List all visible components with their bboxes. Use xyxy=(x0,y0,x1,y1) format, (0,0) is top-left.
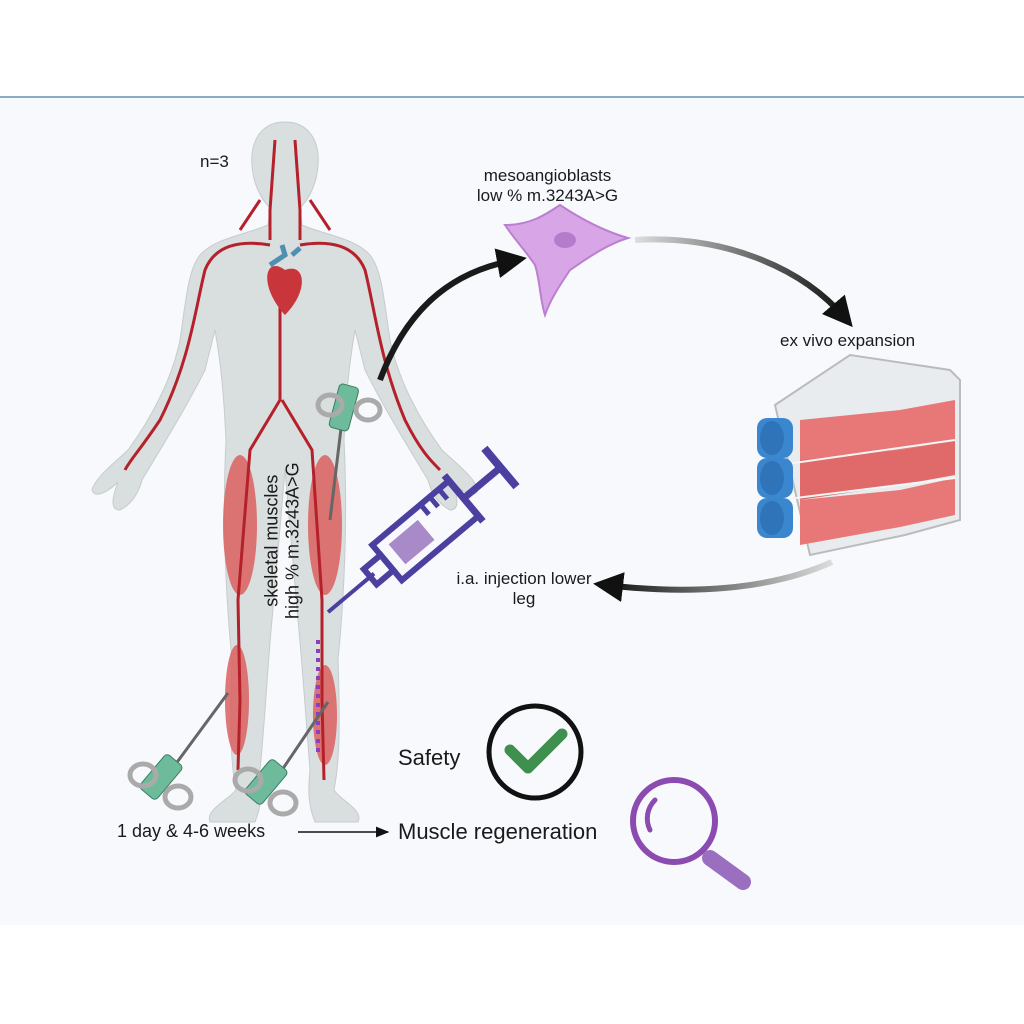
expansion-label: ex vivo expansion xyxy=(780,331,916,350)
muscles-label: skeletal muscles high % m.3243A>G xyxy=(261,441,302,641)
arrow-to-cells xyxy=(377,248,527,382)
injection-label: i.a. injection lower leg xyxy=(435,569,613,608)
safety-label: Safety xyxy=(398,745,461,770)
biopsy-needle-icon xyxy=(232,701,330,817)
cells-label-line1: mesoangioblasts xyxy=(483,166,612,185)
cells-label: mesoangioblasts low % m.3243A>G xyxy=(460,166,635,205)
cells-label-line2: low % m.3243A>G xyxy=(476,185,619,205)
thigh-muscle-left xyxy=(223,455,257,595)
checkmark-circle-icon xyxy=(486,703,584,801)
sample-size-label: n=3 xyxy=(200,152,229,171)
arrow-to-expansion xyxy=(634,236,853,328)
muscles-label-line2: high % m.3243A>G xyxy=(282,462,302,619)
cell-icon xyxy=(503,203,632,319)
biopsy-needle-icon xyxy=(315,383,383,521)
regeneration-label: Muscle regeneration xyxy=(398,819,598,844)
magnifier-icon xyxy=(630,777,751,890)
injection-label-line2: leg xyxy=(512,588,536,608)
timepoints-label: 1 day & 4-6 weeks xyxy=(117,821,266,841)
heart-icon xyxy=(267,244,302,315)
arrow-to-injection xyxy=(593,559,834,602)
arteries xyxy=(123,139,442,781)
calf-muscle-left xyxy=(225,645,249,755)
muscles-label-line1: skeletal muscles xyxy=(261,474,282,607)
injection-label-line1: i.a. injection lower xyxy=(456,569,592,588)
syringe-icon xyxy=(326,445,520,614)
culture-flask-icon xyxy=(757,353,961,557)
biopsy-needle-icon xyxy=(127,692,230,811)
